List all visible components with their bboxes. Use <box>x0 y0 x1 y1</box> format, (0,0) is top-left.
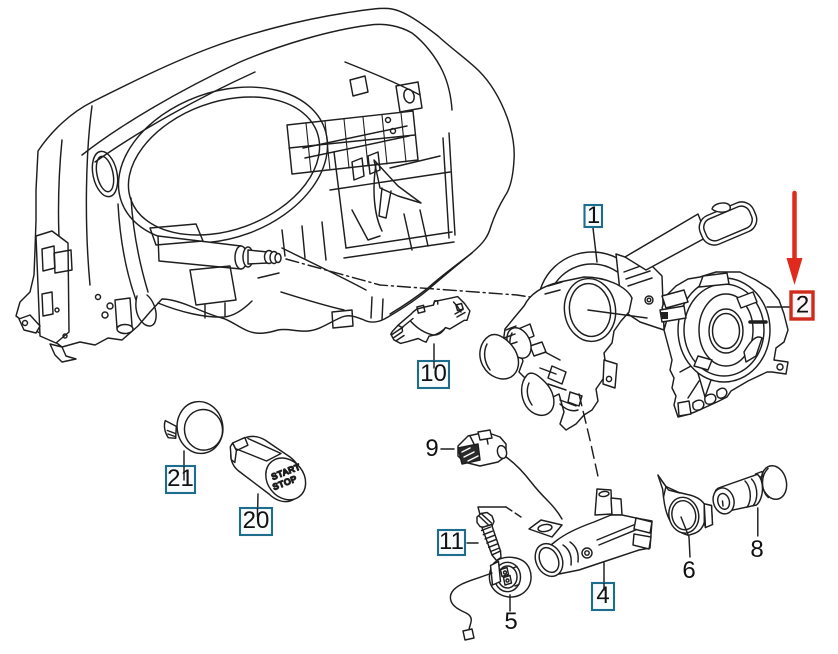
svg-text:21: 21 <box>167 465 194 492</box>
svg-text:20: 20 <box>243 507 270 534</box>
svg-text:2: 2 <box>796 292 809 319</box>
svg-text:11: 11 <box>439 528 464 555</box>
svg-text:6: 6 <box>682 557 695 584</box>
svg-text:5: 5 <box>504 608 517 635</box>
svg-text:8: 8 <box>750 536 763 563</box>
svg-text:4: 4 <box>596 582 609 609</box>
svg-text:9: 9 <box>425 435 438 462</box>
svg-text:1: 1 <box>587 202 600 229</box>
